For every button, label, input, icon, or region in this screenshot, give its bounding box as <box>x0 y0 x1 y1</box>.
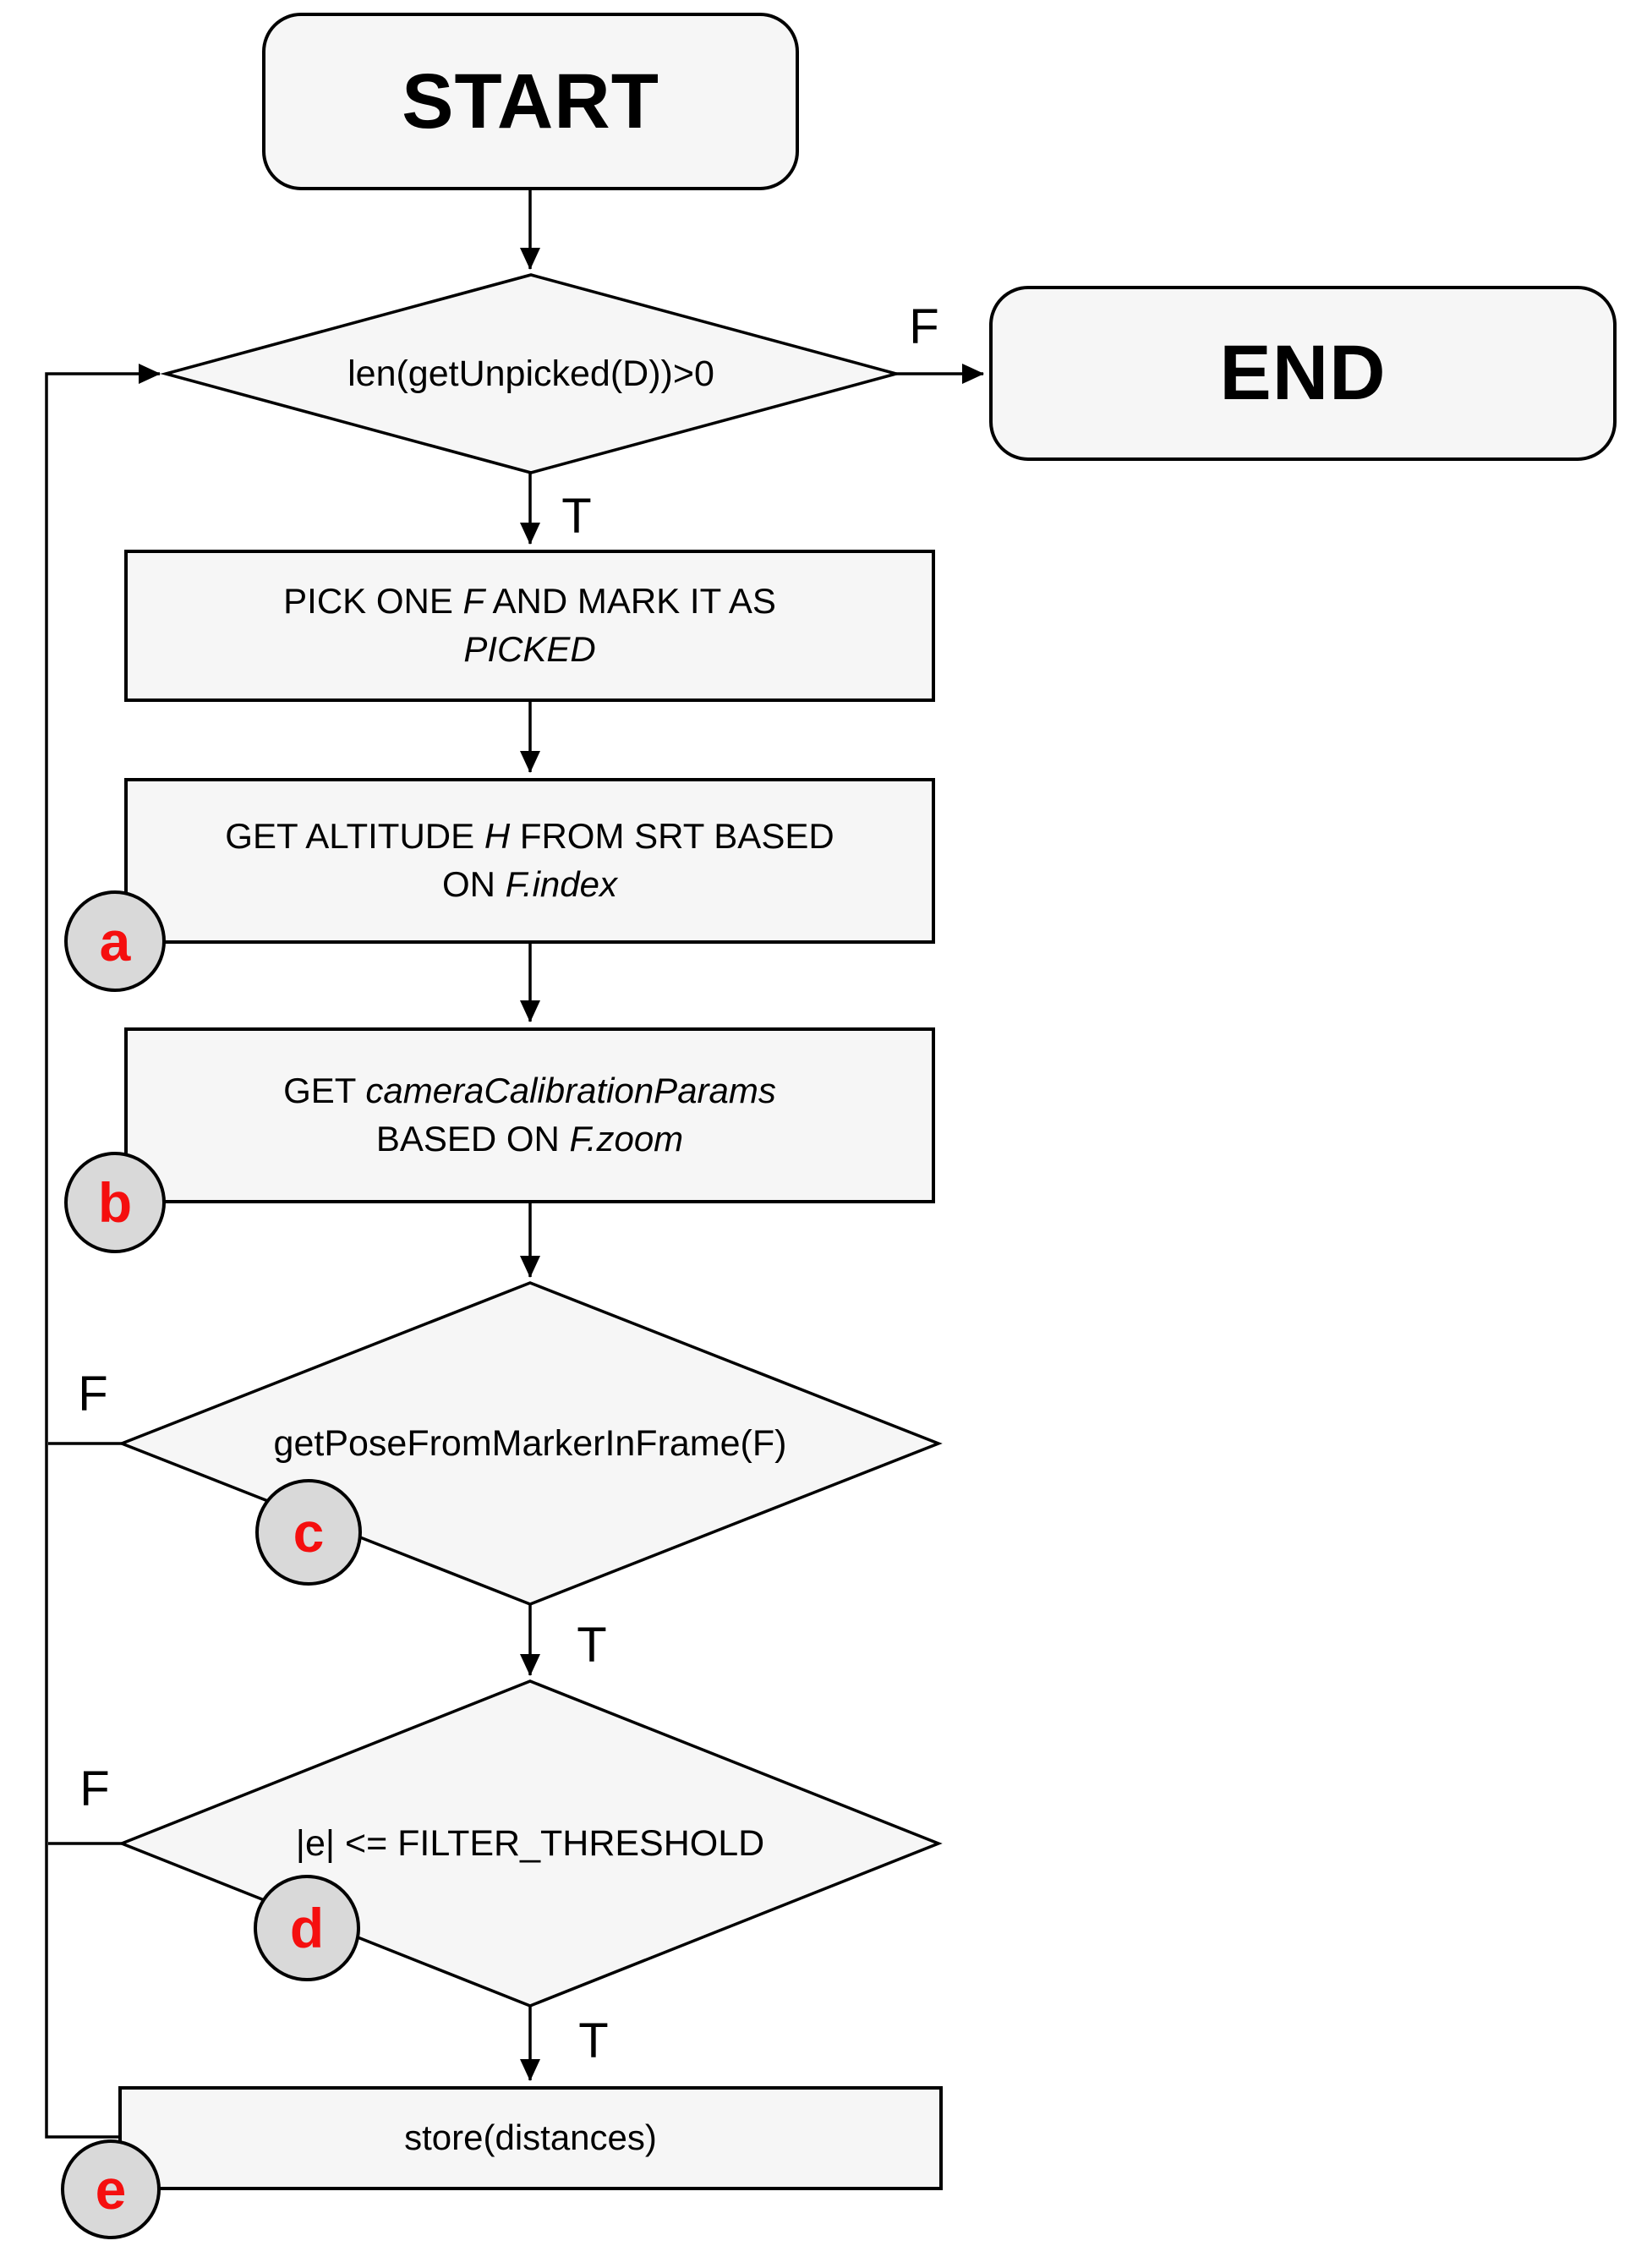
marker-c: c <box>255 1479 362 1586</box>
process-store: store(distances) <box>118 2086 943 2190</box>
get-altitude-line2-var: F.index <box>505 864 617 904</box>
edge-loop-back-to-check <box>45 364 161 2139</box>
branch-label-filter-false: F <box>79 1761 110 1816</box>
process-get-altitude: GET ALTITUDE H FROM SRT BASED ON F.index <box>124 778 935 944</box>
get-camera-line2-prefix: BASED ON <box>375 1119 570 1159</box>
get-altitude-line1-var: H <box>484 816 511 857</box>
branch-label-check-false: F <box>909 299 939 354</box>
start-label: START <box>402 58 659 145</box>
get-altitude-line1-suffix: FROM SRT BASED <box>510 816 834 857</box>
marker-a: a <box>64 890 166 992</box>
get-altitude-line2-prefix: ON <box>442 864 506 904</box>
end-label: END <box>1219 330 1387 416</box>
marker-b: b <box>64 1152 166 1253</box>
branch-label-check-true: T <box>561 488 592 544</box>
get-camera-line2-var: F.zoom <box>569 1119 684 1159</box>
branch-label-filter-true: T <box>578 2013 609 2068</box>
marker-d: d <box>254 1875 360 1981</box>
end-node: END <box>989 286 1617 461</box>
decision-len-unpicked-label: len(getUnpicked(D))>0 <box>347 353 714 394</box>
store-label: store(distances) <box>404 2117 657 2158</box>
pick-one-line1-var: F <box>462 581 485 622</box>
process-get-camera-params: GET cameraCalibrationParams BASED ON F.z… <box>124 1027 935 1203</box>
process-pick-one: PICK ONE F AND MARK IT AS PICKED <box>124 550 935 702</box>
pick-one-line2: PICKED <box>463 629 596 669</box>
pick-one-line1-prefix: PICK ONE <box>283 581 463 622</box>
pick-one-line1-suffix: AND MARK IT AS <box>484 581 776 622</box>
decision-get-pose-label: getPoseFromMarkerInFrame(F) <box>273 1422 787 1464</box>
get-camera-line1-var: cameraCalibrationParams <box>365 1071 776 1111</box>
marker-e: e <box>61 2139 161 2239</box>
decision-filter-threshold-label: |e| <= FILTER_THRESHOLD <box>295 1822 765 1864</box>
get-altitude-line1-prefix: GET ALTITUDE <box>225 816 484 857</box>
branch-label-getpose-false: F <box>78 1366 108 1422</box>
start-node: START <box>262 13 799 190</box>
get-camera-line1-prefix: GET <box>283 1071 366 1111</box>
branch-label-getpose-true: T <box>577 1617 607 1673</box>
